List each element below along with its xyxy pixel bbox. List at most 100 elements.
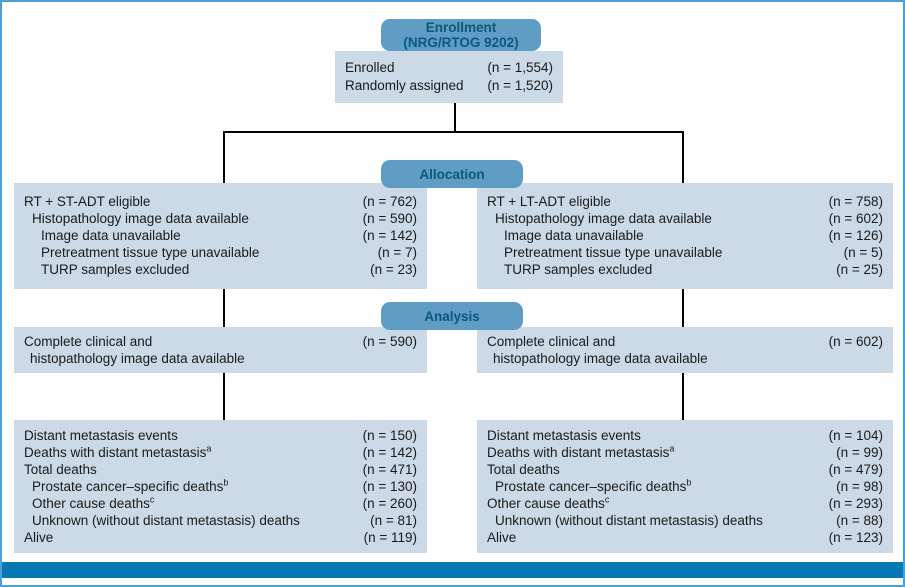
flow-row-label: Other cause deathsc: [487, 494, 610, 511]
flow-row-label: Histopathology image data available: [32, 211, 249, 226]
flow-row: Distant metastasis events (n = 104): [487, 427, 883, 444]
connector-line: [682, 131, 684, 183]
footnote-marker: b: [223, 477, 229, 488]
flow-row-n-value: (n = 142): [362, 445, 417, 460]
flow-row-label: Unknown (without distant metastasis) dea…: [495, 513, 763, 528]
footnote-marker: c: [149, 494, 155, 505]
flow-row-label: Total deaths: [24, 462, 97, 477]
allocation-badge: Allocation: [381, 160, 523, 188]
analysis-right-label: Complete clinical and histopathology ima…: [487, 333, 708, 367]
flow-row: Deaths with distant metastasisa(n = 99): [487, 444, 883, 461]
flow-row: Histopathology image data available (n = …: [24, 210, 417, 227]
enrollment-badge: Enrollment (NRG/RTOG 9202): [381, 19, 541, 51]
flow-row: Unknown (without distant metastasis) dea…: [487, 512, 883, 529]
flow-row-label: Distant metastasis events: [487, 428, 641, 443]
flow-row: Pretreatment tissue type unavailable(n =…: [487, 244, 883, 261]
footnote-marker: a: [206, 443, 212, 454]
flow-row-label: Prostate cancer–specific deathsb: [495, 477, 692, 494]
analysis-right-line1: Complete clinical and: [487, 334, 616, 349]
flow-row-label: TURP samples excluded: [41, 262, 190, 277]
allocation-left-box: RT + ST-ADT eligible(n = 762)Histopathol…: [14, 183, 427, 289]
connector-line: [223, 289, 225, 327]
flow-row: Total deaths(n = 479): [487, 461, 883, 478]
flow-row-n-value: (n = 590): [362, 211, 417, 226]
outcomes-left-box: Distant metastasis events(n = 150)Deaths…: [14, 420, 427, 553]
flow-row-label: Histopathology image data available: [495, 211, 712, 226]
connector-line: [223, 131, 225, 183]
flow-row-n-value: (n = 260): [362, 496, 417, 511]
flow-row-label: Pretreatment tissue type unavailable: [41, 245, 260, 260]
analysis-right-line2: histopathology image data available: [493, 351, 708, 366]
flow-row: Prostate cancer–specific deathsb (n = 130…: [24, 478, 417, 495]
flow-row: Prostate cancer–specific deathsb (n = 98): [487, 478, 883, 495]
flow-row: Other cause deathsc (n = 260): [24, 495, 417, 512]
flow-row-n-value: (n = 126): [828, 228, 883, 243]
flow-row-label: Image data unavailable: [504, 228, 644, 243]
flow-row-n-value: (n = 758): [828, 194, 883, 209]
connector-line: [682, 373, 684, 420]
flow-row-n-value: (n = 471): [362, 462, 417, 477]
flow-row-n-value: (n = 98): [836, 479, 883, 494]
analysis-badge: Analysis: [381, 302, 523, 330]
footnote-marker: c: [604, 494, 610, 505]
flow-row: Other cause deathsc (n = 293): [487, 495, 883, 512]
flow-row-n-value: (n = 130): [362, 479, 417, 494]
flow-row-label: Deaths with distant metastasisa: [24, 443, 212, 460]
flow-row-n-value: (n = 602): [828, 211, 883, 226]
analysis-left-n: (n = 590): [362, 334, 417, 349]
enrollment-box: Enrolled (n = 1,554) Randomly assigned (n =…: [335, 51, 563, 103]
analysis-badge-label: Analysis: [424, 308, 480, 324]
footnote-marker: b: [686, 477, 692, 488]
flow-row-label: Enrolled: [345, 60, 395, 75]
connector-line: [682, 289, 684, 327]
flow-row-label: RT + ST-ADT eligible: [24, 194, 151, 209]
flow-row: Alive (n = 119): [24, 529, 417, 546]
flow-row: Alive(n = 123): [487, 529, 883, 546]
flow-row-n-value: (n = 104): [828, 428, 883, 443]
flow-row-n-value: (n = 88): [836, 513, 883, 528]
analysis-right-n: (n = 602): [828, 334, 883, 349]
analysis-right-box: Complete clinical and histopathology ima…: [477, 327, 893, 373]
flow-row: Enrolled (n = 1,554): [345, 59, 553, 77]
connector-line: [454, 103, 456, 133]
flow-row-n-value: (n = 142): [362, 228, 417, 243]
flow-row-n-value: (n = 23): [370, 262, 417, 277]
flow-row-n-value: (n = 119): [363, 530, 417, 545]
flow-row-label: Randomly assigned: [345, 78, 464, 93]
outcomes-right-box: Distant metastasis events(n = 104)Deaths…: [477, 420, 893, 553]
flow-row-n-value: (n = 762): [362, 194, 417, 209]
flow-row-label: Image data unavailable: [41, 228, 181, 243]
flow-row-n-value: (n = 1,520): [487, 78, 553, 93]
flow-row-label: Deaths with distant metastasisa: [487, 443, 675, 460]
analysis-left-box: Complete clinical and histopathology ima…: [14, 327, 427, 373]
flow-row: Pretreatment tissue type unavailable (n =…: [24, 244, 417, 261]
flow-row: RT + LT-ADT eligible (n = 758): [487, 193, 883, 210]
flow-row-n-value: (n = 150): [362, 428, 417, 443]
connector-line: [223, 373, 225, 420]
flow-row-n-value: (n = 1,554): [487, 60, 553, 75]
flow-row: Unknown (without distant metastasis) dea…: [24, 512, 417, 529]
flow-row-n-value: (n = 293): [828, 496, 883, 511]
flow-row-n-value: (n = 5): [843, 245, 883, 260]
flow-row-n-value: (n = 25): [836, 262, 883, 277]
allocation-right-box: RT + LT-ADT eligible (n = 758) Histopathol…: [477, 183, 893, 289]
flow-row-label: Alive: [487, 530, 517, 545]
flow-row-label: RT + LT-ADT eligible: [487, 194, 611, 209]
flow-row-label: Other cause deathsc: [32, 494, 155, 511]
flow-row-label: Prostate cancer–specific deathsb: [32, 477, 229, 494]
footer-accent-bar: [2, 562, 903, 578]
allocation-badge-label: Allocation: [419, 166, 485, 182]
flow-row-n-value: (n = 7): [377, 245, 417, 260]
flow-row: Total deaths (n = 471): [24, 461, 417, 478]
flow-row: RT + ST-ADT eligible (n = 762): [24, 193, 417, 210]
flow-row: TURP samples excluded(n = 25): [487, 261, 883, 278]
flow-row: Deaths with distant metastasisa (n = 142): [24, 444, 417, 461]
flow-row: TURP samples excluded (n = 23): [24, 261, 417, 278]
enrollment-badge-line2: (NRG/RTOG 9202): [403, 35, 519, 50]
enrollment-badge-line1: Enrollment: [425, 20, 497, 35]
footnote-marker: a: [669, 443, 675, 454]
flow-row-n-value: (n = 479): [828, 462, 883, 477]
flow-row-label: Alive: [24, 530, 54, 545]
flow-row: Distant metastasis events(n = 150): [24, 427, 417, 444]
